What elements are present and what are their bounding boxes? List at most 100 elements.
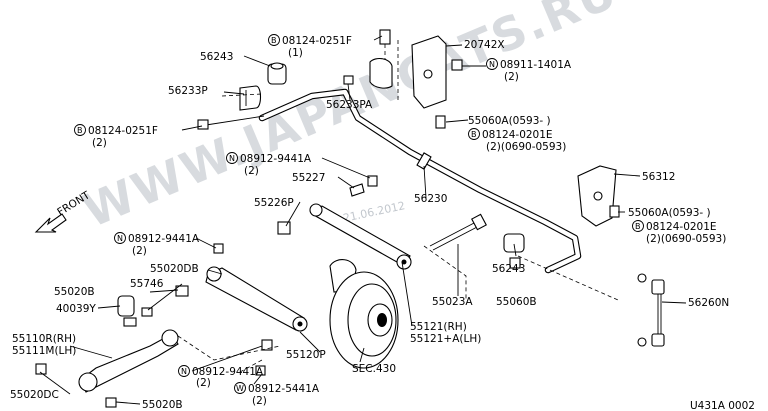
- n-mark: N: [489, 60, 495, 69]
- label-08912-9441a-a: 08912-9441A: [240, 153, 312, 165]
- bushing-56243-right: [503, 233, 525, 253]
- label-55110r: 55110R(RH): [12, 333, 76, 345]
- nut-08912-9441a-c: [261, 339, 273, 351]
- nut-55060b: [509, 257, 521, 269]
- label-55060a-upper: 55060A(0593- ): [468, 115, 551, 127]
- label-55120p: 55120P: [286, 349, 326, 361]
- label-56243-right: 56243: [492, 263, 525, 275]
- bolt-left-bracket: [197, 119, 209, 130]
- label-08912-9441a-c: 08912-9441A: [192, 366, 264, 378]
- leader-lines: [39, 35, 687, 405]
- label-40039y: 40039Y: [56, 303, 96, 315]
- nut-08912-9441a-a: [367, 175, 378, 187]
- label-55121-rh: 55121(RH): [410, 321, 467, 333]
- label-55023a: 55023A: [432, 296, 473, 308]
- label-56233pa: 56233PA: [326, 99, 373, 111]
- label-08124-0201e-upper-qty: (2)(0690-0593): [486, 141, 566, 153]
- front-arrow-icon: [34, 213, 67, 233]
- label-55020b-bottom: 55020B: [142, 399, 183, 411]
- b-mark: B: [635, 222, 641, 231]
- b-mark: B: [271, 36, 277, 45]
- label-08124-0201e-right-qty: (2)(0690-0593): [646, 233, 726, 245]
- label-56233p: 56233P: [168, 85, 208, 97]
- b-circle-icon: [74, 124, 86, 136]
- label-55746: 55746: [130, 278, 164, 290]
- label-56243-top: 56243: [200, 51, 233, 63]
- label-08912-9441a-b: 08912-9441A: [128, 233, 200, 245]
- bolt-55020db: [175, 285, 189, 297]
- trailing-arm: [35, 295, 179, 408]
- label-08912-9441a-c-qty: (2): [196, 377, 211, 389]
- n-mark: N: [229, 154, 235, 163]
- label-55121a-lh: 55121+A(LH): [410, 333, 481, 345]
- label-55060b: 55060B: [496, 296, 537, 308]
- bar-clamp-mark: [416, 152, 432, 170]
- washer-08912-5441a: [255, 365, 266, 376]
- n-circle-icon: [114, 232, 126, 244]
- watermark-date: 21.06.2012: [342, 199, 406, 225]
- n-mark: N: [181, 367, 187, 376]
- label-08912-9441a-b-qty: (2): [132, 245, 147, 257]
- label-55226p: 55226P: [254, 197, 294, 209]
- lower-arm-55120p: [141, 266, 308, 376]
- diagram-code: U431A 0002: [690, 400, 755, 411]
- right-bracket: [577, 165, 620, 227]
- label-08912-5441a-qty: (2): [252, 395, 267, 407]
- bushing-40039y: [117, 295, 135, 317]
- label-08912-5441a: 08912-5441A: [248, 383, 320, 395]
- stabilizer-bar: [258, 88, 582, 274]
- label-08124-0201e-right: 08124-0201E: [646, 221, 717, 233]
- label-55060a-right: 55060A(0593- ): [628, 207, 711, 219]
- b-circle-icon: [268, 34, 280, 46]
- bolt-55060a-right: [609, 205, 620, 218]
- nut-08912-9441a-b: [213, 243, 224, 254]
- n-mark: N: [117, 234, 123, 243]
- bolt-55023a: [429, 213, 487, 251]
- label-56230: 56230: [414, 193, 447, 205]
- label-56260n: 56260N: [688, 297, 729, 309]
- nut-55020b-top: [123, 317, 137, 327]
- part-labels: 56243 B 08124-0251F (1) 20742X N 08911-1…: [10, 34, 755, 411]
- label-55111m: 55111M(LH): [12, 345, 76, 357]
- label-55020b-top: 55020B: [54, 286, 95, 298]
- bolt-55020dc: [35, 363, 47, 375]
- w-circle-icon: [234, 382, 246, 394]
- label-08124-0251f-top-qty: (1): [288, 47, 303, 59]
- w-mark: W: [236, 384, 244, 393]
- n-circle-icon: [226, 152, 238, 164]
- b-circle-icon: [632, 220, 644, 232]
- label-20742x: 20742X: [464, 39, 505, 51]
- label-56312: 56312: [642, 171, 675, 183]
- label-sec430: SEC.430: [352, 363, 396, 375]
- label-08911-1401a: 08911-1401A: [500, 59, 572, 71]
- nut-08911-1401a: [451, 59, 463, 71]
- b-mark: B: [77, 126, 83, 135]
- bolt-55060a-upper: [435, 115, 446, 129]
- washer-55746: [141, 307, 153, 317]
- bolt-08124-0251f-top: [379, 29, 391, 45]
- n-circle-icon: [178, 365, 190, 377]
- nut-56233pa: [343, 75, 354, 85]
- label-08124-0251f-top: 08124-0251F: [282, 35, 352, 47]
- label-55020db: 55020DB: [150, 263, 199, 275]
- label-08911-1401a-qty: (2): [504, 71, 519, 83]
- label-55227: 55227: [292, 172, 325, 184]
- b-mark: B: [471, 130, 477, 139]
- top-center-bracket: [343, 29, 463, 129]
- label-08912-9441a-a-qty: (2): [244, 165, 259, 177]
- bracket-56233p: [239, 85, 262, 111]
- bolt-55226p: [277, 221, 291, 235]
- bracket-56233pa: [369, 57, 393, 89]
- connecting-rod-56260n: [637, 273, 665, 347]
- label-08124-0251f-left: 08124-0251F: [88, 125, 158, 137]
- n-circle-icon: [486, 58, 498, 70]
- washer-55227: [349, 183, 365, 197]
- axle-hub-sec430: [329, 259, 399, 369]
- label-08124-0251f-left-qty: (2): [92, 137, 107, 149]
- left-bushing-group: [197, 62, 287, 130]
- label-08124-0201e-upper: 08124-0201E: [482, 129, 553, 141]
- nut-55020b-bottom: [105, 397, 117, 408]
- label-55020dc: 55020DC: [10, 389, 59, 401]
- b-circle-icon: [468, 128, 480, 140]
